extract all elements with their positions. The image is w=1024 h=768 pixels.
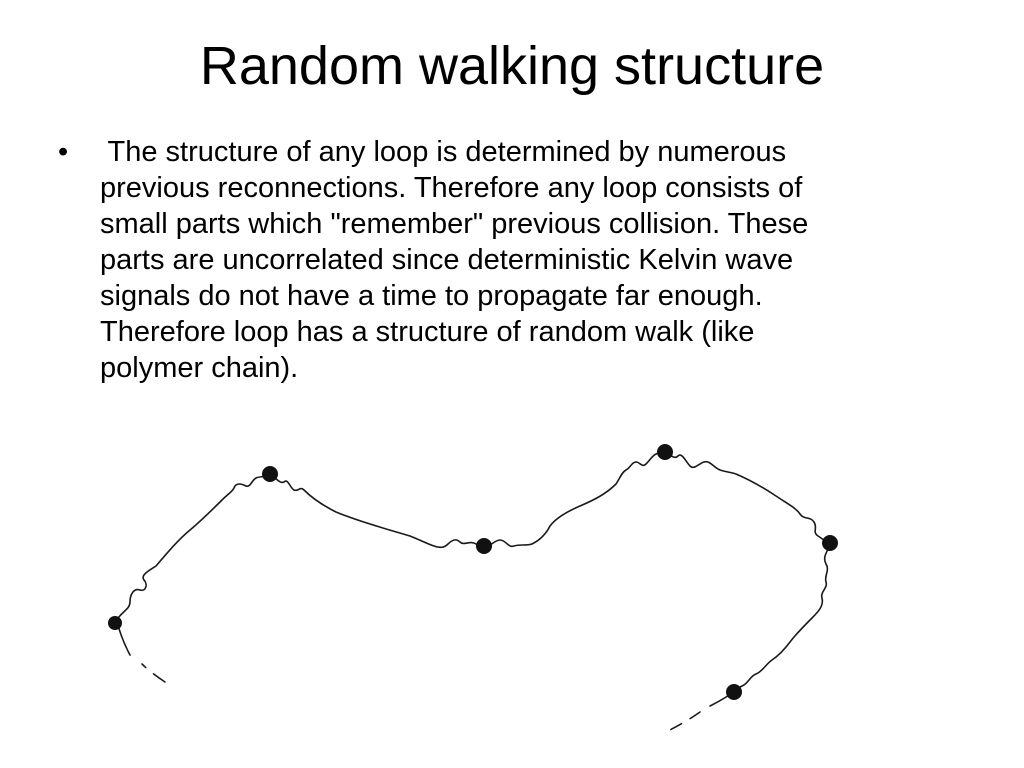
- reconnection-point: [476, 538, 492, 554]
- reconnection-point: [657, 444, 673, 460]
- loop-segment-top-left: [269, 473, 485, 549]
- loop-segment-left-rise: [114, 473, 271, 624]
- loop-segment-middle-rise: [483, 451, 666, 548]
- loop-segment-left-lower: [117, 624, 131, 656]
- bullet-list: • The structure of any loop is determine…: [54, 134, 954, 386]
- loop-segment-dashed-right: [665, 711, 701, 733]
- reconnection-points: [108, 444, 838, 700]
- bullet-line: polymer chain).: [100, 352, 299, 384]
- loop-segment-right-top: [664, 451, 831, 544]
- slide-title: Random walking structure: [199, 36, 825, 96]
- loop-curve: [114, 451, 831, 733]
- bullet-line: small parts which "remember" previous co…: [100, 208, 809, 240]
- bullet-marker: •: [58, 136, 69, 168]
- bullet-line: previous reconnections. Therefore any lo…: [100, 172, 803, 204]
- reconnection-point: [726, 684, 742, 700]
- bullet-item: • The structure of any loop is determine…: [54, 134, 954, 386]
- bullet-line: signals do not have a time to propagate …: [100, 280, 763, 312]
- reconnection-point: [262, 466, 278, 482]
- reconnection-point: [822, 535, 838, 551]
- loop-segment-dashed-left: [141, 663, 166, 683]
- reconnection-point: [108, 616, 122, 630]
- bullet-line: parts are uncorrelated since determinist…: [100, 244, 794, 276]
- bullet-line: The structure of any loop is determined …: [100, 136, 787, 168]
- random-walk-loop-figure: [108, 444, 838, 733]
- bullet-line: Therefore loop has a structure of random…: [100, 316, 755, 348]
- loop-segment-right-side: [733, 542, 831, 693]
